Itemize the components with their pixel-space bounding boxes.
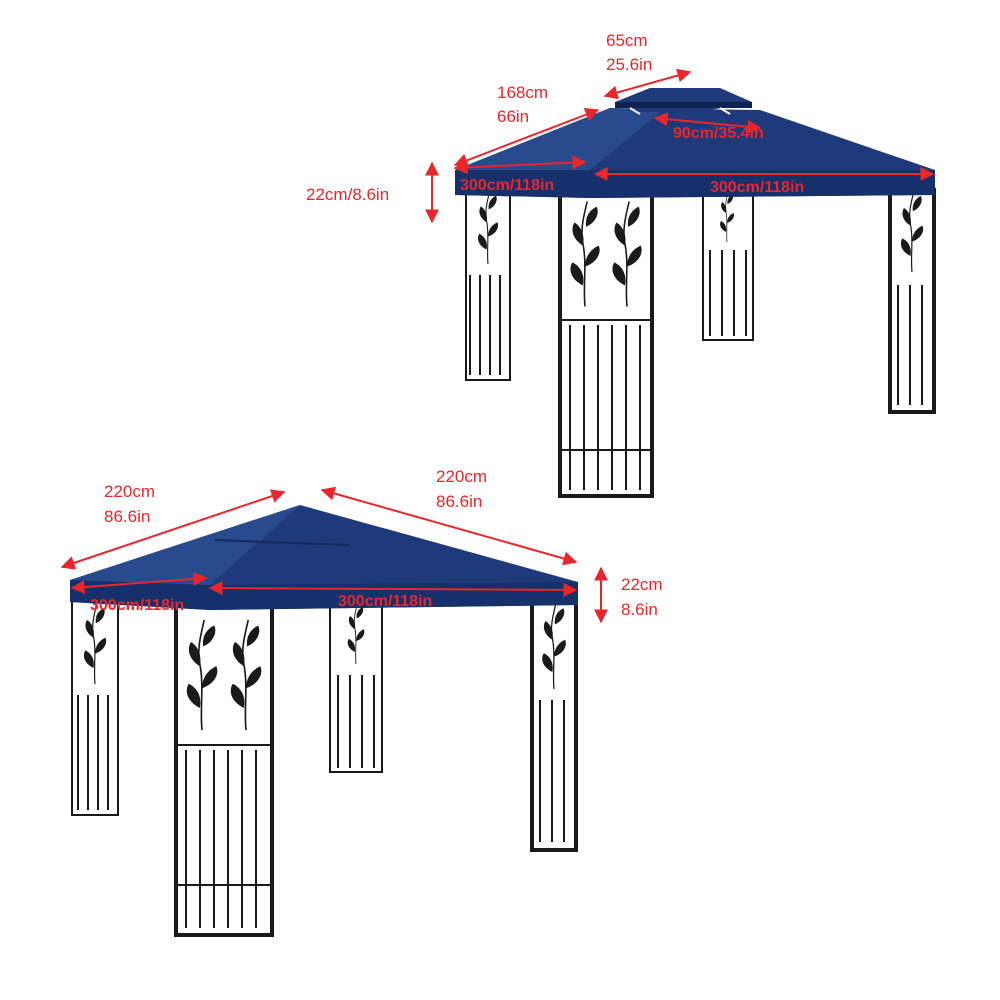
- bottom-side-a-label: 300cm/118in: [90, 597, 184, 614]
- bottom-slope-left-in: 86.6in: [104, 507, 150, 526]
- top-back-middle-post: [702, 189, 754, 341]
- top-side-a-arrow: [453, 155, 587, 175]
- bottom-slope-left-arrow: [60, 489, 286, 570]
- bottom-back-right-post: [530, 598, 578, 852]
- bottom-side-a-arrow: [70, 571, 208, 595]
- top-front-post: [558, 188, 654, 498]
- top-vent-width-cm: 65cm: [606, 31, 648, 50]
- top-vent-width-arrow: [603, 68, 692, 100]
- bottom-valance-cm: 22cm: [621, 575, 663, 594]
- top-vent-span-arrow: [653, 112, 762, 134]
- top-side-b-label: 300cm/118in: [710, 179, 804, 196]
- top-vent-width-in: 25.6in: [606, 55, 652, 74]
- bottom-back-middle-post: [329, 599, 383, 773]
- top-side-a-label: 300cm/118in: [460, 177, 554, 194]
- bottom-side-b-label: 300cm/118in: [338, 593, 432, 610]
- bottom-back-left-post: [71, 599, 119, 816]
- top-back-left-post: [465, 189, 511, 381]
- top-back-right-post: [888, 188, 936, 414]
- bottom-slope-right-in: 86.6in: [436, 492, 482, 511]
- bottom-valance-in: 8.6in: [621, 600, 658, 619]
- bottom-slope-right-arrow: [320, 486, 578, 566]
- bottom-slope-right-cm: 220cm: [436, 467, 487, 486]
- top-gazebo: 65cm 25.6in 168cm 66in 90cm/35.4in 22cm/…: [306, 31, 936, 498]
- bottom-gazebo: 220cm 86.6in 220cm 86.6in 22cm 8.6in 300…: [60, 467, 663, 937]
- top-slope-in: 66in: [497, 107, 529, 126]
- top-vent-span-label: 90cm/35.4in: [673, 125, 764, 142]
- bottom-side-b-arrow: [208, 581, 578, 597]
- top-canopy-vent: [615, 88, 752, 112]
- bottom-slope-left-cm: 220cm: [104, 482, 155, 501]
- bottom-front-post: [174, 603, 274, 937]
- top-slope-cm: 168cm: [497, 83, 548, 102]
- top-valance-label: 22cm/8.6in: [306, 185, 389, 204]
